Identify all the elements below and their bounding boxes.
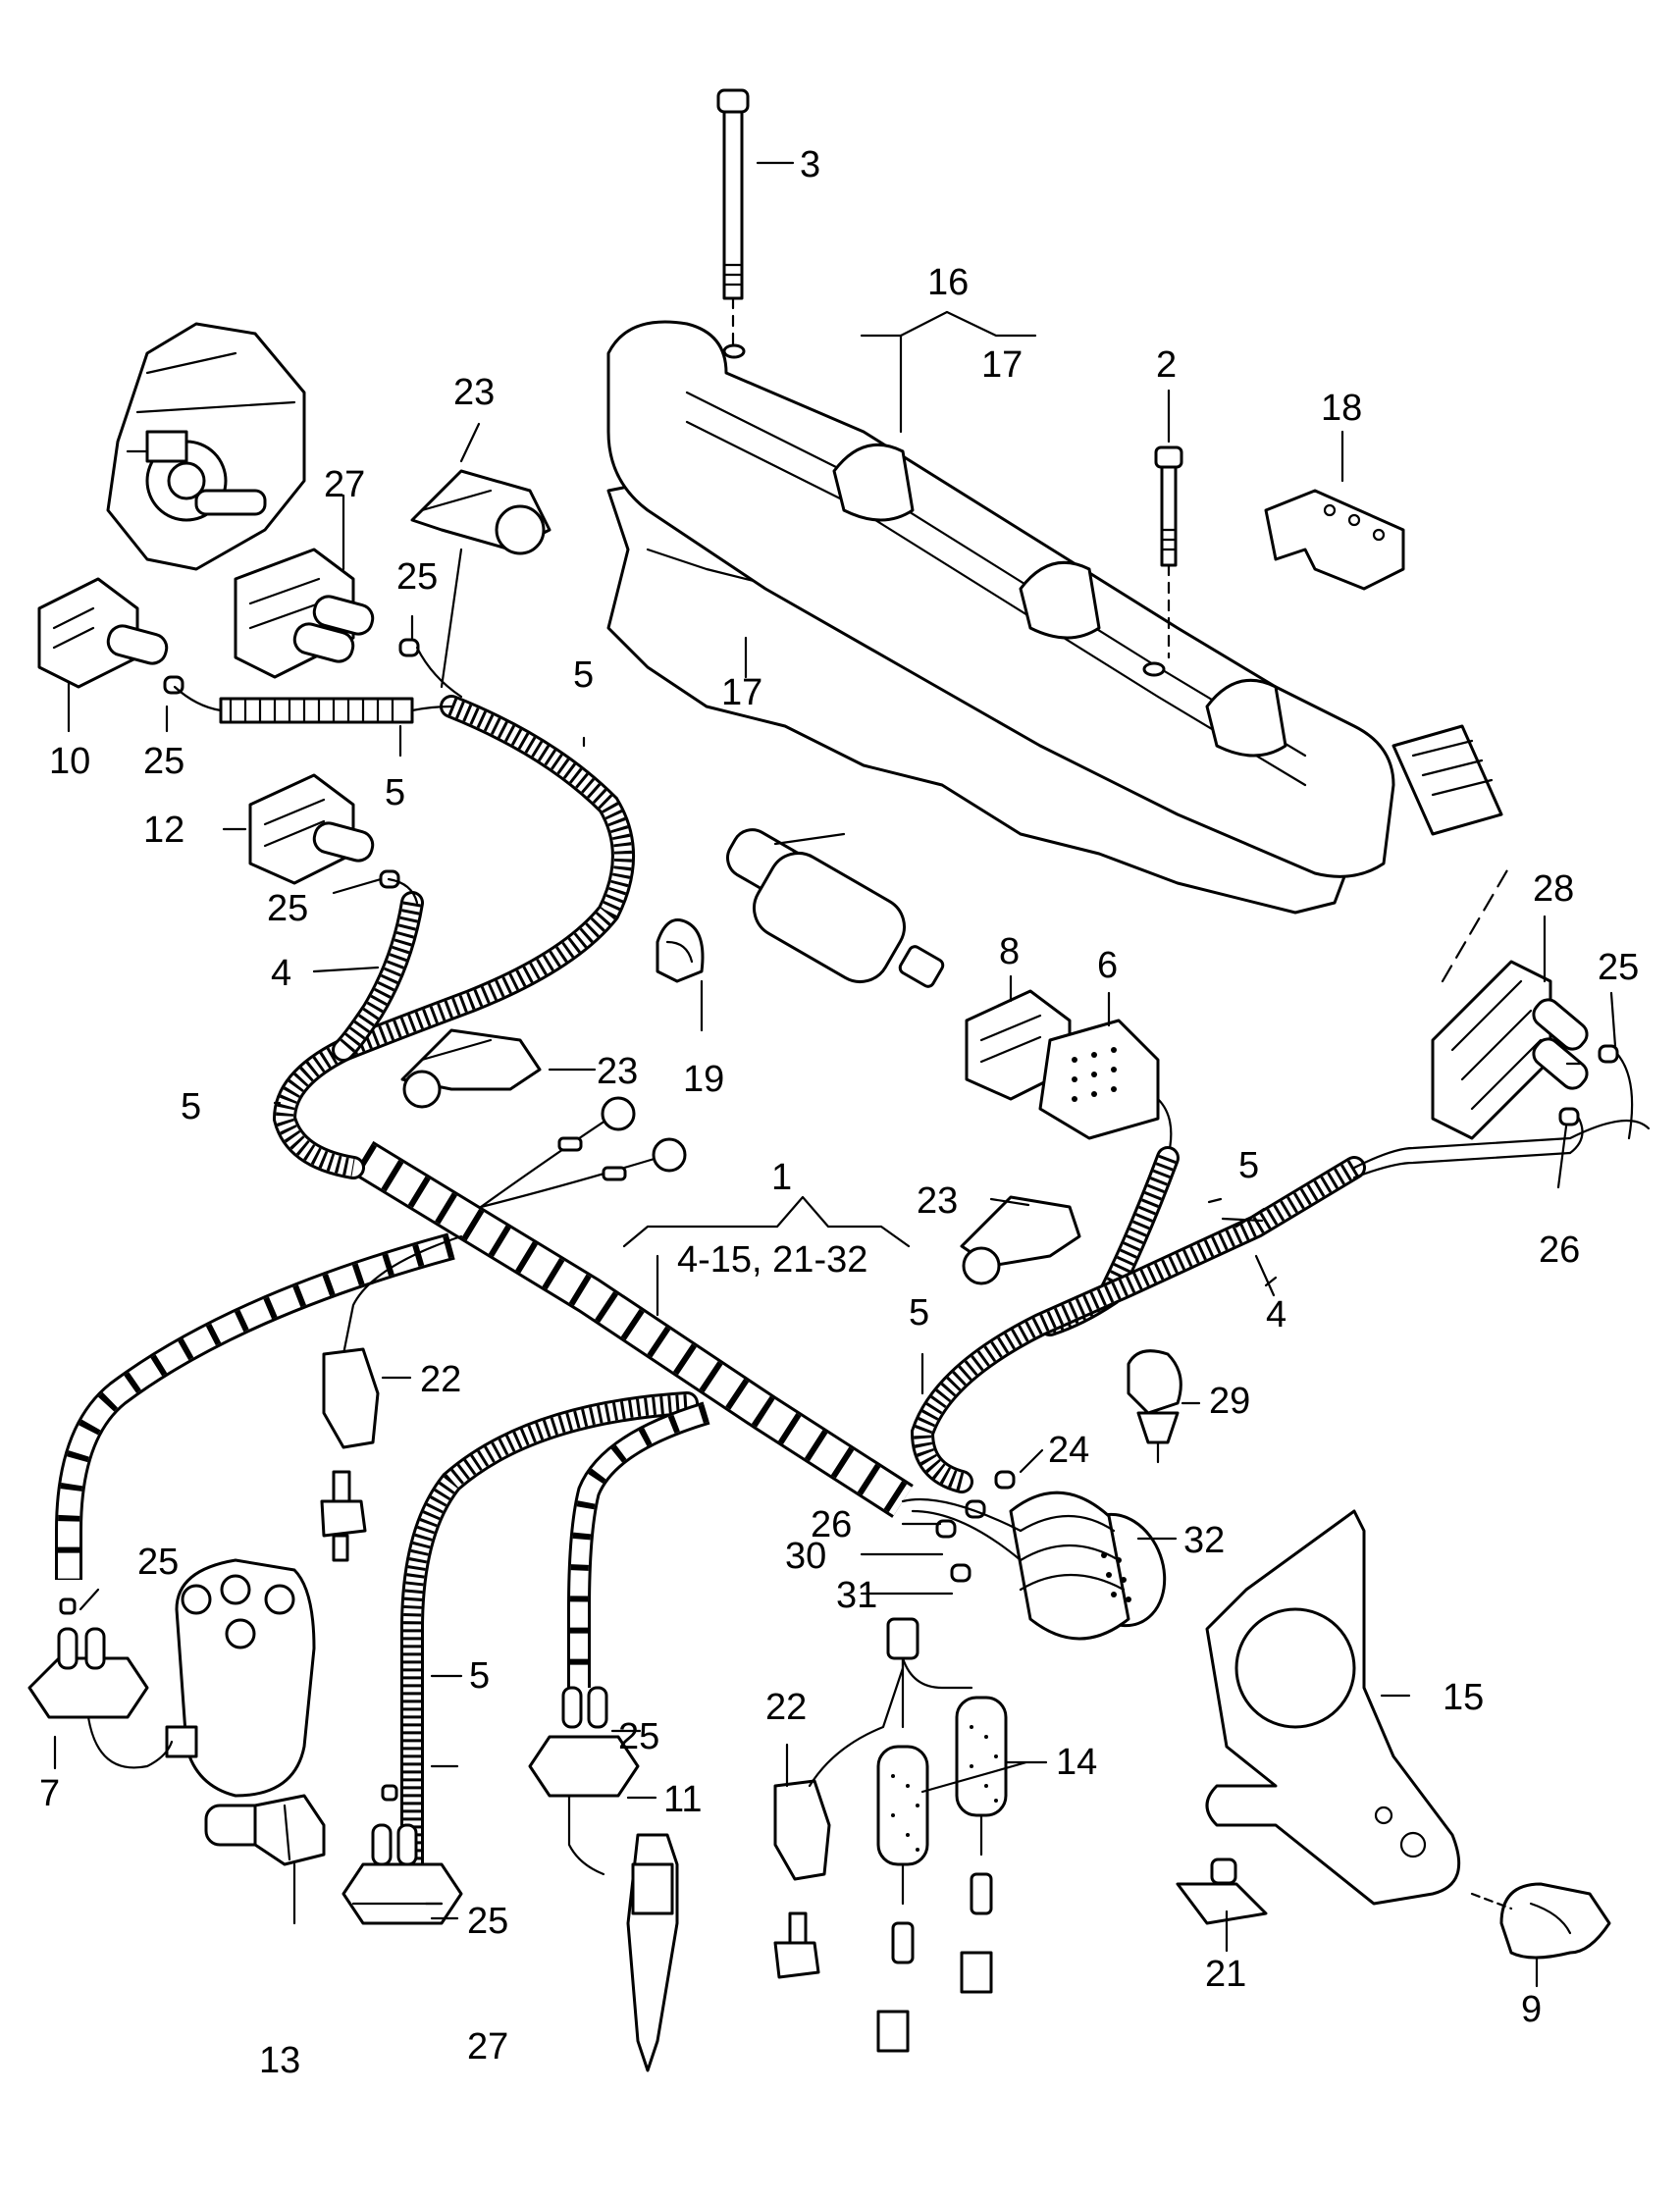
callout-19: 19	[683, 1059, 724, 1100]
harness-conduit-right	[910, 1097, 1651, 1493]
callout-11: 11	[663, 1779, 702, 1820]
callout-9: 9	[1521, 1989, 1542, 2030]
bracket-18	[1264, 489, 1405, 591]
leader-lines	[53, 161, 1617, 1988]
callout-25-left: 25	[143, 741, 184, 782]
clip-23-top	[410, 469, 551, 555]
callout-5-top: 5	[573, 654, 594, 696]
clip-23-right	[960, 1195, 1081, 1285]
callout-25-bottom: 25	[467, 1901, 508, 1942]
callout-13: 13	[259, 2040, 300, 2081]
callout-23-mid: 23	[597, 1051, 638, 1092]
callout-3: 3	[800, 144, 820, 185]
connector-27-bottom	[341, 1784, 463, 1925]
callout-22-right: 22	[765, 1687, 807, 1728]
cylinder-head-cover	[606, 320, 1503, 915]
clip-19	[656, 918, 705, 983]
callout-15: 15	[1443, 1677, 1484, 1718]
grommet-9	[1470, 1882, 1611, 1960]
harness-conduit-upper	[173, 548, 635, 1179]
callout-25-dist: 25	[137, 1542, 179, 1583]
callout-23-right: 23	[917, 1180, 958, 1222]
callout-10: 10	[49, 741, 90, 782]
callout-30: 30	[785, 1536, 826, 1577]
callout-27-top: 27	[324, 464, 365, 505]
callout-25-right: 25	[1598, 947, 1639, 988]
distributor	[27, 1558, 316, 1847]
callout-22-left: 22	[420, 1359, 461, 1400]
callout-4-right: 4	[1266, 1294, 1286, 1335]
callout-25-mid: 25	[267, 888, 308, 929]
lambda-probe	[626, 1833, 679, 2072]
callout-5-lowmid: 5	[909, 1292, 929, 1334]
callout-29: 29	[1209, 1381, 1250, 1422]
harness-conduit-4-left	[332, 877, 424, 1062]
callout-2: 2	[1156, 344, 1177, 386]
callout-5-mid: 5	[181, 1086, 201, 1127]
callout-6: 6	[1097, 945, 1118, 986]
clip-29	[1127, 1349, 1182, 1464]
callout-8: 8	[999, 931, 1020, 972]
connector-10	[37, 577, 184, 695]
callout-26-mid: 26	[811, 1504, 852, 1545]
callout-12: 12	[143, 810, 184, 851]
harness-main-trunk	[352, 1140, 914, 1518]
clip-21	[1176, 1858, 1268, 1925]
idle-valve	[726, 828, 945, 988]
connector-28	[1431, 862, 1634, 1155]
connector-32	[901, 1470, 1167, 1641]
clip-23-middle	[400, 1028, 542, 1109]
callout-5-right: 5	[1238, 1145, 1259, 1186]
connector-6	[1038, 1019, 1160, 1140]
callout-17-top: 17	[981, 344, 1023, 386]
callout-1: 1	[771, 1157, 792, 1198]
harness-branches-lower	[55, 1232, 710, 1896]
callout-21: 21	[1205, 1954, 1246, 1995]
callout-27-bottom: 27	[467, 2026, 508, 2067]
callout-31: 31	[836, 1575, 877, 1616]
callout-32: 32	[1183, 1520, 1225, 1561]
bolt-2	[1154, 445, 1183, 659]
plug-13	[253, 1794, 326, 1866]
connector-11	[528, 1686, 640, 1876]
connector-22-left	[320, 1347, 380, 1562]
temperature-sensors-14	[876, 1617, 1008, 2053]
ground-ring-terminals	[479, 1096, 687, 1209]
callout-1-range: 4-15, 21-32	[677, 1239, 867, 1281]
callout-7: 7	[39, 1773, 60, 1814]
callout-16: 16	[927, 262, 969, 303]
callout-17-bottom: 17	[721, 672, 762, 713]
bracket-15	[1205, 1509, 1461, 1906]
callout-18: 18	[1321, 388, 1362, 429]
callout-4-left: 4	[271, 953, 291, 994]
connector-27-top	[234, 548, 420, 679]
callout-24: 24	[1048, 1430, 1089, 1471]
throttle-unit	[106, 322, 306, 571]
connector-12	[248, 773, 400, 889]
callout-25-top: 25	[396, 556, 438, 598]
bolt-3	[716, 88, 750, 345]
callout-28: 28	[1533, 868, 1574, 910]
callout-26-right: 26	[1539, 1230, 1580, 1271]
callout-labels: 3 16 17 2 18 17 23 27 25 5 10 25 5 12 25…	[39, 144, 1639, 2081]
callout-25-lower: 25	[618, 1716, 659, 1757]
connector-22-right	[773, 1637, 905, 1979]
callout-5-bottom: 5	[469, 1655, 490, 1697]
callout-14: 14	[1056, 1742, 1097, 1783]
callout-23-top: 23	[453, 372, 495, 413]
callout-5-left: 5	[385, 772, 405, 813]
